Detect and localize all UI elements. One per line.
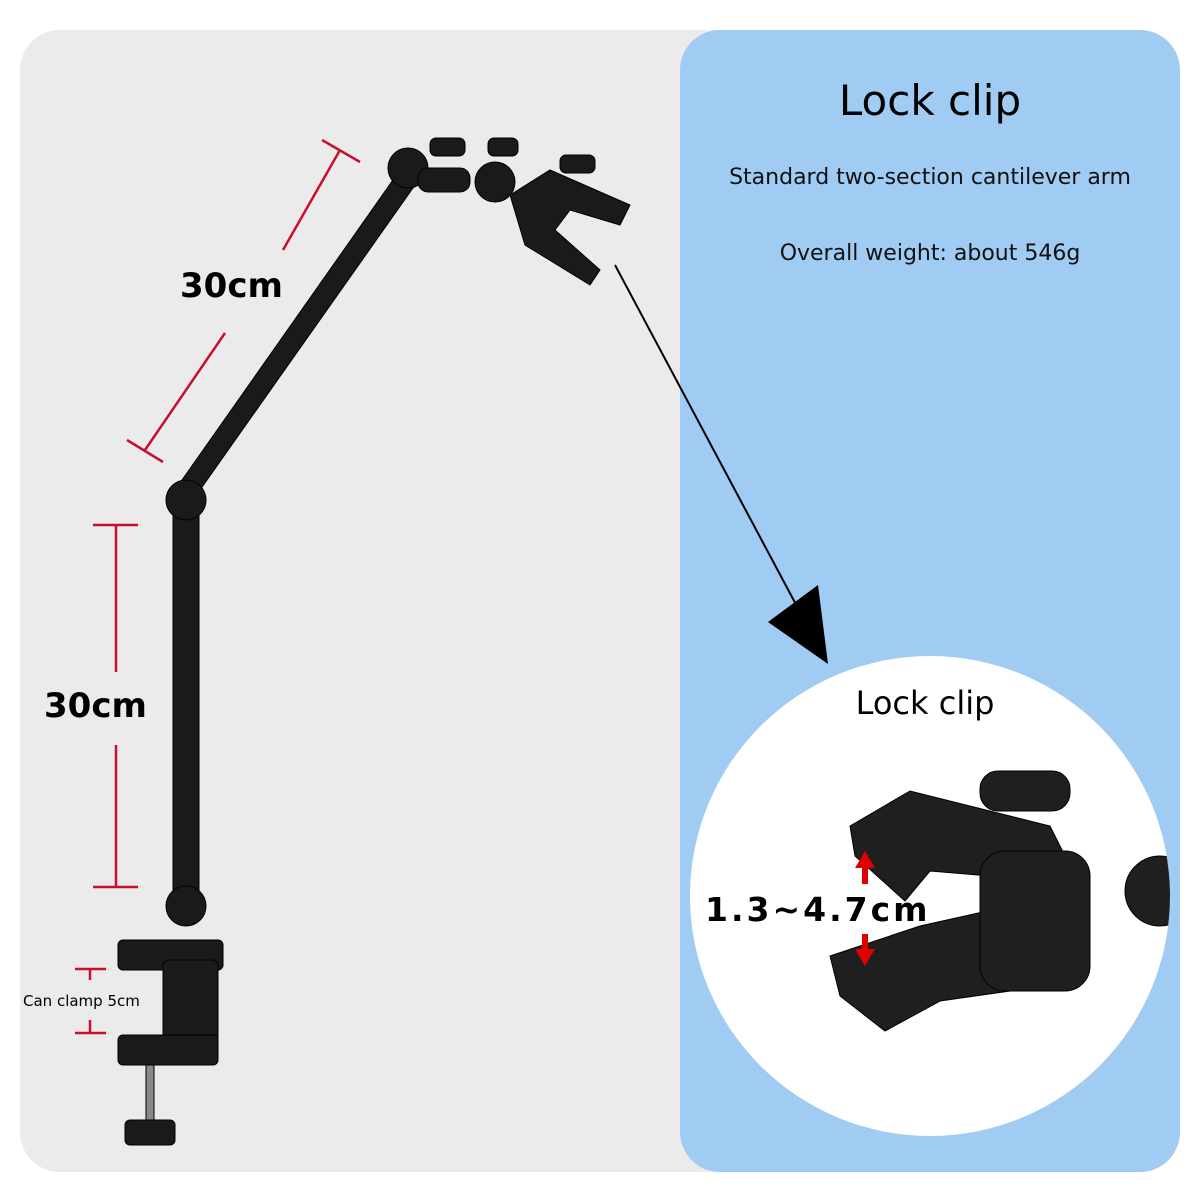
lower-arm-tube xyxy=(172,514,200,896)
detail-circle xyxy=(690,656,1170,1136)
upper-arm-length: 30cm xyxy=(180,266,283,306)
upper-arm-tube xyxy=(174,169,421,498)
lower-arm-length: 30cm xyxy=(44,686,147,726)
up-arrow-icon xyxy=(855,851,875,884)
top-thumb-screw-1 xyxy=(429,137,466,157)
pointer-line xyxy=(614,264,801,613)
lock-clip-detail-illustration xyxy=(829,770,1170,1032)
info-title: Lock clip xyxy=(838,76,1022,125)
measure-lines xyxy=(75,138,361,1035)
info-weight: Overall weight: about 546g xyxy=(779,241,1081,266)
cantilever-arm xyxy=(117,137,631,1146)
top-thumb-screw-2 xyxy=(487,137,519,157)
clip-thumb-screw xyxy=(979,770,1071,812)
ball-head xyxy=(474,161,516,203)
upper-measure-tick-top xyxy=(321,138,361,164)
middle-joint-knob xyxy=(165,479,207,521)
pointer-arrow xyxy=(614,264,828,664)
clip-hinge-body xyxy=(979,850,1091,992)
clip-opening-range: 1.3~4.7cm xyxy=(705,890,931,929)
gap-arrows xyxy=(855,851,875,966)
lock-clip-thumb-screw xyxy=(559,154,596,174)
upper-measure-line-bottom xyxy=(143,332,227,451)
info-description: Standard two-section cantilever arm xyxy=(729,165,1131,190)
down-arrow-icon xyxy=(855,934,875,966)
upper-measure-tick-bottom xyxy=(126,438,164,464)
clamp-screw-handle xyxy=(124,1119,176,1146)
desk-clamp-bottom xyxy=(117,1034,219,1066)
swivel-connector xyxy=(417,167,471,193)
clip-ball-mount xyxy=(1124,855,1170,927)
lock-clip-large xyxy=(829,770,1170,1032)
clamp-screw xyxy=(145,1064,155,1126)
upper-measure-line-top xyxy=(281,149,342,251)
pointer-arrowhead xyxy=(768,585,828,664)
bottom-joint-knob xyxy=(165,885,207,927)
detail-title: Lock clip xyxy=(855,684,995,722)
clamp-capacity-note: Can clamp 5cm xyxy=(23,992,140,1010)
lock-clip-small xyxy=(509,169,631,286)
